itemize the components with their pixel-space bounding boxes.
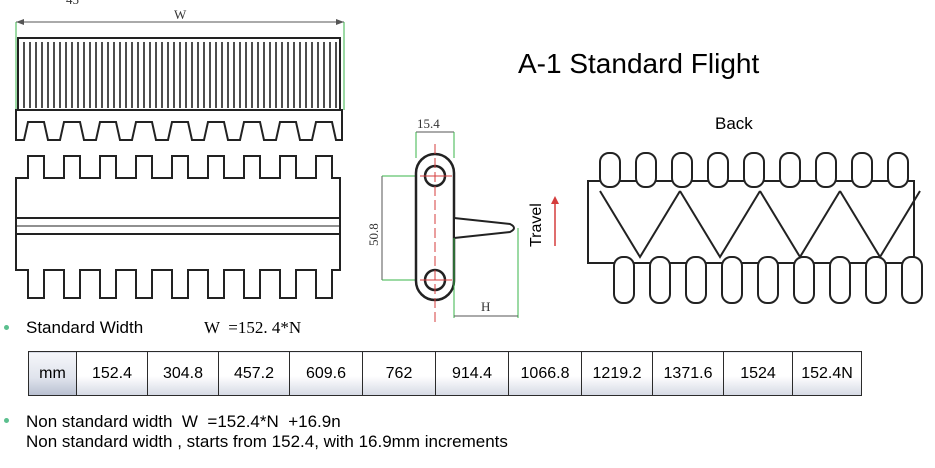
bullet-icon xyxy=(4,418,9,423)
arrow-right-icon xyxy=(336,19,344,25)
belt-top-view: 45 W xyxy=(15,0,345,141)
width-table: mm 152.4 304.8 457.2 609.6 762 914.4 106… xyxy=(28,351,862,396)
non-standard-formula: Non standard width W =152.4*N +16.9n xyxy=(26,412,341,431)
non-standard-note: Non standard width , starts from 152.4, … xyxy=(26,432,508,451)
travel-arrow-icon xyxy=(551,196,559,246)
back-upper-loop xyxy=(851,152,873,188)
flight-base xyxy=(15,109,343,141)
back-lower-loop xyxy=(901,256,923,304)
top-cut-label: 45 xyxy=(66,0,79,7)
back-v-ribs xyxy=(599,190,921,259)
back-upper-loop xyxy=(599,152,621,188)
back-upper-loop xyxy=(707,152,729,188)
back-lower-loop xyxy=(649,256,671,304)
back-upper-loop xyxy=(671,152,693,188)
flight-side-view: 15.4 50.8 H xyxy=(366,116,519,326)
back-lower-loop xyxy=(757,256,779,304)
back-lower-loops xyxy=(613,256,923,304)
back-upper-loop xyxy=(779,152,801,188)
dim-height-label: 50.8 xyxy=(366,223,381,246)
back-lower-loop xyxy=(865,256,887,304)
back-label: Back xyxy=(715,114,753,133)
back-lower-loop xyxy=(721,256,743,304)
table-cell: 1066.8 xyxy=(508,351,582,396)
table-cell: 1524 xyxy=(723,351,793,396)
table-cell: 457.2 xyxy=(218,351,290,396)
table-cell: 1371.6 xyxy=(652,351,724,396)
table-cell: 1219.2 xyxy=(581,351,653,396)
dim-w-label: W xyxy=(174,7,187,22)
belt-back-view xyxy=(587,152,923,304)
arrow-left-icon xyxy=(16,19,24,25)
flight-ribs xyxy=(23,42,337,108)
bullet-icon xyxy=(4,325,9,330)
table-cell: 304.8 xyxy=(147,351,219,396)
back-lower-loop xyxy=(685,256,707,304)
table-unit-cell: mm xyxy=(28,351,77,396)
plan-lower-teeth xyxy=(15,233,341,299)
table-cell: 914.4 xyxy=(435,351,509,396)
table-row: mm 152.4 304.8 457.2 609.6 762 914.4 106… xyxy=(28,351,862,396)
travel-label: Travel xyxy=(528,203,545,247)
back-upper-loop xyxy=(743,152,765,188)
back-upper-loops xyxy=(599,152,909,188)
dim-pitch-label: 15.4 xyxy=(417,116,440,131)
table-cell: 609.6 xyxy=(289,351,363,396)
back-upper-loop xyxy=(815,152,837,188)
back-upper-loop xyxy=(635,152,657,188)
plan-upper-teeth xyxy=(15,155,341,219)
diagram-title: A-1 Standard Flight xyxy=(518,48,760,79)
table-cell: 762 xyxy=(362,351,436,396)
table-cell: 152.4N xyxy=(792,351,862,396)
flight-arm xyxy=(453,216,515,240)
belt-plan-view xyxy=(15,155,341,299)
back-lower-loop xyxy=(829,256,851,304)
back-lower-loop xyxy=(613,256,635,304)
dim-h-label: H xyxy=(481,299,490,314)
back-upper-loop xyxy=(887,152,909,188)
back-lower-loop xyxy=(793,256,815,304)
standard-width-label: Standard Width xyxy=(26,318,144,337)
table-cell: 152.4 xyxy=(76,351,148,396)
standard-width-formula: W =152. 4*N xyxy=(204,318,302,337)
